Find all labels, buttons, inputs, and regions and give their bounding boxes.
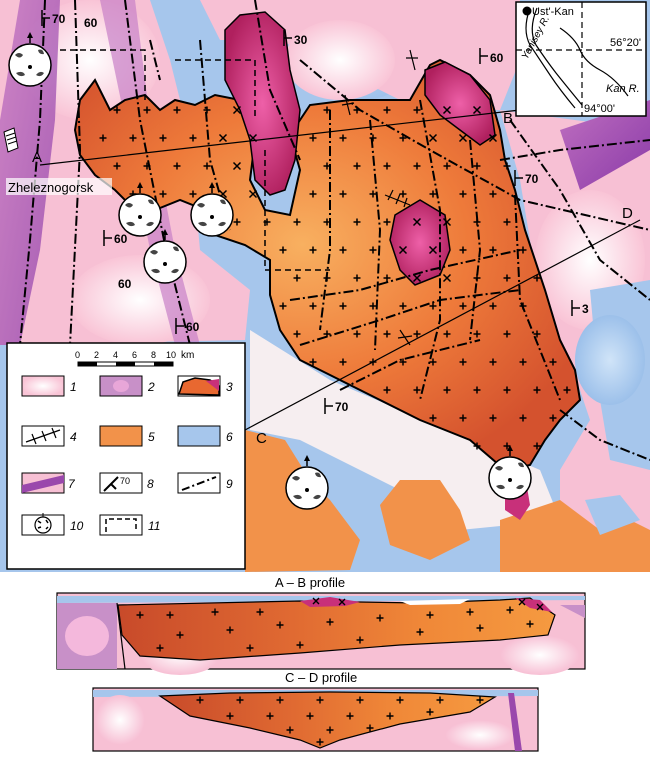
inset-map: Ust'-Kan Yenisey R. 56°20' Kan R. 94°00' <box>515 1 647 117</box>
legend-label: 9 <box>226 477 233 491</box>
legend-dip: 70 <box>120 476 130 486</box>
ust-kan-marker <box>522 6 532 16</box>
dip-label: 30 <box>294 33 308 47</box>
legend-label: 6 <box>226 430 233 444</box>
profile-line-cd <box>244 219 641 431</box>
dip-label: 60 <box>114 232 128 246</box>
point-a-label: A <box>32 149 42 166</box>
legend-label: 5 <box>148 430 155 444</box>
purple-band-1 <box>0 0 60 345</box>
legend-label: 10 <box>70 519 84 533</box>
legend-swatch-5 <box>99 425 143 447</box>
pink-highlight-north <box>285 20 395 100</box>
ab-profile <box>56 592 586 675</box>
scale-tick: 6 <box>132 350 137 360</box>
scale-tick: 8 <box>151 350 156 360</box>
town-label-bg <box>6 178 112 195</box>
scale-tick: 4 <box>113 350 118 360</box>
dip-label: 70 <box>335 400 349 414</box>
inset-river2-label: Kan R. <box>606 83 640 95</box>
legend-swatch-8 <box>99 472 143 494</box>
pale-south <box>250 330 560 530</box>
profile-lines <box>39 109 641 431</box>
inset-lat-label: 56°20' <box>610 37 641 49</box>
legend-swatch-1 <box>21 375 65 397</box>
magenta-northeast <box>424 61 496 146</box>
profile-line-ab <box>39 109 521 166</box>
legend-label: 3 <box>226 380 233 394</box>
legend-label: 7 <box>68 477 76 491</box>
inset-town-label: Ust'-Kan <box>532 6 574 18</box>
cd-granite <box>158 691 497 749</box>
legend-label: 8 <box>147 477 154 491</box>
legend-label: 4 <box>70 430 77 444</box>
legend-swatch-6 <box>177 425 221 447</box>
blue-inlet <box>585 495 640 535</box>
town-label: Zheleznogorsk <box>8 180 94 195</box>
dip-label: 70 <box>525 172 539 186</box>
legend-swatch-11 <box>99 514 143 536</box>
inset-frame <box>515 1 647 117</box>
scale-tick: 0 <box>75 350 80 360</box>
scale-tick: 2 <box>94 350 99 360</box>
point-d-label: D <box>622 205 633 222</box>
dip-label: 60 <box>84 16 98 30</box>
dip-label: 70 <box>52 12 66 26</box>
point-c-label: C <box>256 430 267 447</box>
orange-south-2 <box>380 480 470 560</box>
dip-label: 60 <box>118 277 132 291</box>
legend-label: 2 <box>147 380 155 394</box>
scale-tick: 10 <box>166 350 176 360</box>
yenisey-river <box>525 7 576 109</box>
legend: 0 2 4 6 8 10 km 1 2 3 4 5 6 7 70 8 9 <box>6 342 246 570</box>
dip-label: 60 <box>490 51 504 65</box>
dip-symbols <box>41 10 580 414</box>
inset-lon-label: 94°00' <box>584 103 615 115</box>
cd-profile <box>92 687 539 752</box>
cd-crosses <box>196 696 484 746</box>
cd-profile-title: C – D profile <box>285 670 357 685</box>
purple-band-east <box>560 100 650 190</box>
cross-sections: A – B profile C – D profile <box>56 575 586 752</box>
blue-east-highlight <box>575 315 645 405</box>
ab-crosses <box>136 597 544 652</box>
zheleznogorsk-marker <box>3 127 19 153</box>
dip-label: 60 <box>186 320 200 334</box>
scale-unit: km <box>181 350 194 361</box>
magenta-north <box>224 11 301 196</box>
legend-label: 1 <box>70 380 77 394</box>
dashed-boundaries <box>60 49 330 271</box>
yenisey-river-bank <box>531 7 583 106</box>
dip-label: 3 <box>582 302 589 316</box>
orange-south-3 <box>500 500 650 572</box>
scale-bar <box>77 361 174 367</box>
geologic-map: A B C D Zheleznogorsk 70 60 30 60 70 60 … <box>0 0 650 572</box>
kan-river <box>559 27 629 97</box>
ab-profile-title: A – B profile <box>275 575 345 590</box>
point-b-label: B <box>503 110 513 127</box>
legend-label: 11 <box>148 519 160 533</box>
